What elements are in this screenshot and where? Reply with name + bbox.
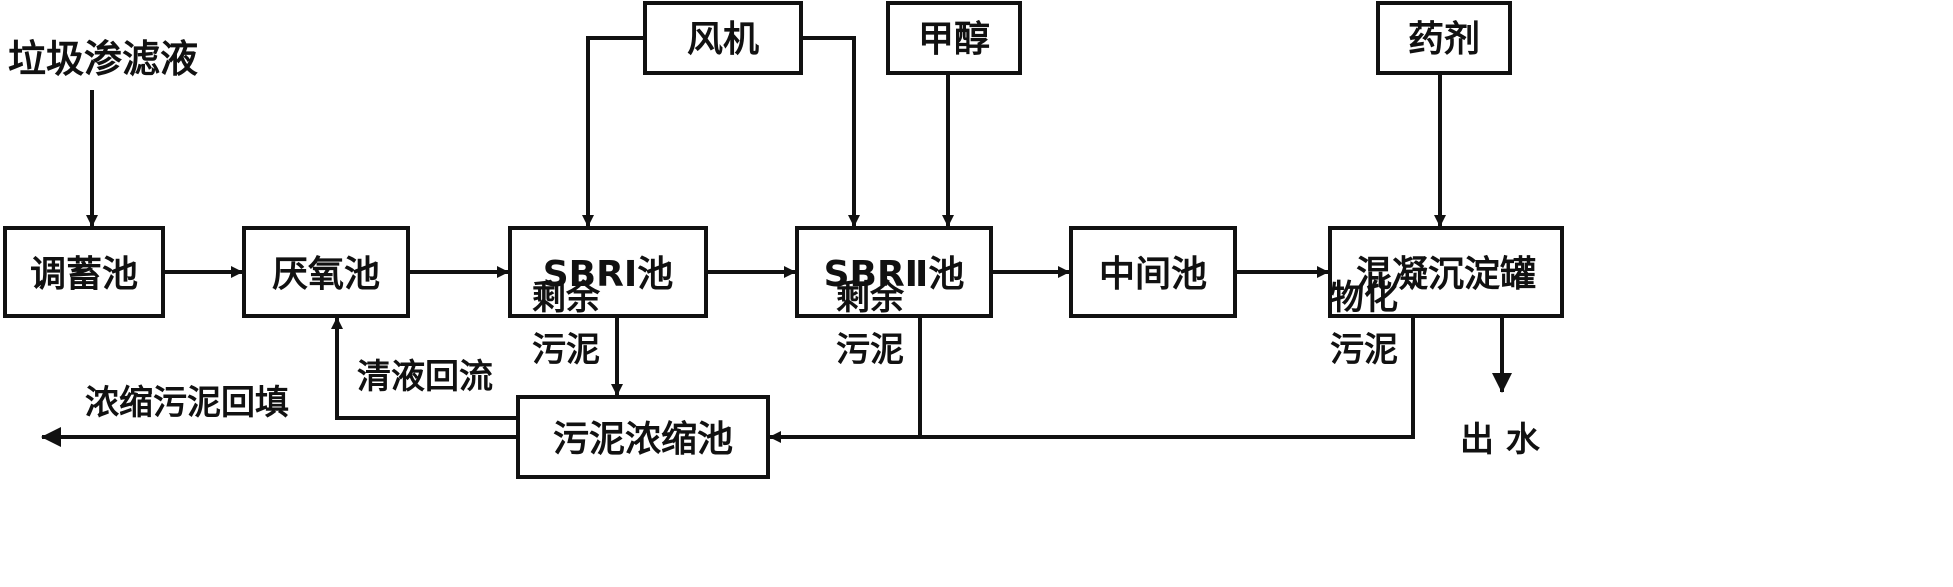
excess-sludge-1-line2: 污泥 [532,330,600,370]
methanol-label: 甲醇 [918,19,990,60]
box-regulation-tank: 调蓄池 [3,226,165,318]
intermediate-tank-label: 中间池 [1099,254,1207,295]
flow-supernatant-return [331,317,518,420]
box-methanol: 甲醇 [886,1,1022,75]
sbr1-tank-label: SBRⅠ池 [543,254,673,295]
box-sbr1-tank: SBRⅠ池 [508,226,708,318]
supernatant-return-label: 清液回流 [357,357,493,397]
box-sludge-thickener: 污泥浓缩池 [516,395,770,479]
physchem-sludge-line1: 物化 [1330,278,1398,318]
excess-sludge-2-line1: 剩余 [836,278,905,318]
flow-coagulation-sludge-to-thickener [769,316,1415,443]
box-chemical: 药剂 [1376,1,1512,75]
box-anaerobic-tank: 厌氧池 [242,226,410,318]
input-label-leachate: 垃圾渗滤液 [8,37,198,81]
thickened-sludge-backfill-label: 浓缩污泥回填 [85,383,289,423]
sludge-thickener-label: 污泥浓缩池 [553,419,733,460]
chemical-label: 药剂 [1408,19,1480,60]
blower-label: 风机 [687,19,759,60]
box-coagulation-tank: 混凝沉淀罐 [1328,226,1564,318]
flow-blower-to-sbr1 [582,36,645,227]
physchem-sludge-line2: 污泥 [1330,330,1398,370]
excess-sludge-1-line1: 剩余 [532,278,601,318]
regulation-tank-label: 调蓄池 [30,254,138,295]
coagulation-tank-label: 混凝沉淀罐 [1356,254,1536,295]
box-sbr2-tank: SBRⅡ池 [795,226,993,318]
box-intermediate-tank: 中间池 [1069,226,1237,318]
flow-blower-to-sbr2 [801,36,860,227]
sbr2-tank-label: SBRⅡ池 [824,254,965,295]
excess-sludge-2-line2: 污泥 [836,330,904,370]
effluent-label: 出 水 [1460,420,1541,460]
anaerobic-tank-label: 厌氧池 [272,254,380,295]
box-blower: 风机 [643,1,803,75]
